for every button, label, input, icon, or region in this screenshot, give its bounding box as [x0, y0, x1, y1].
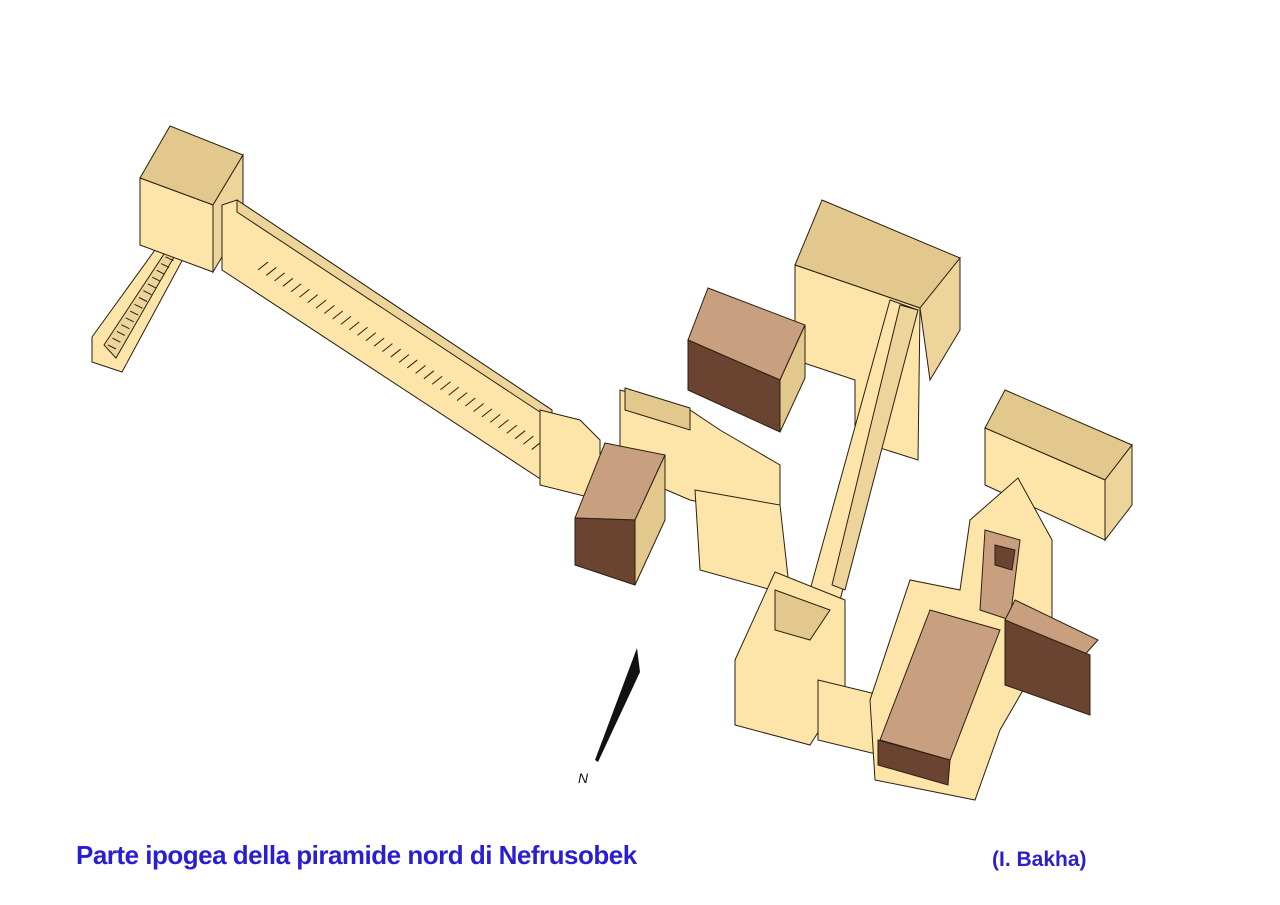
stair-step — [489, 413, 501, 423]
stair-step — [390, 348, 402, 358]
stair-step — [107, 344, 117, 350]
stair-step — [147, 283, 157, 289]
stair-step — [134, 303, 143, 309]
stair-step — [143, 290, 152, 296]
stair-step — [481, 408, 493, 418]
north-label: N — [578, 770, 589, 786]
stair-step — [299, 288, 310, 298]
stair-step — [506, 424, 518, 434]
author-credit: (I. Bakha) — [992, 848, 1087, 871]
stair-step — [274, 272, 285, 282]
stair-step — [112, 337, 121, 343]
stair-step — [116, 330, 126, 336]
granite-block-2 — [687, 287, 806, 433]
stair-step — [121, 324, 130, 330]
upper-chamber — [139, 125, 244, 274]
stair-step — [382, 343, 393, 353]
stair-step — [265, 267, 277, 276]
stair-step — [125, 317, 134, 323]
stair-step — [160, 263, 170, 269]
stair-step — [523, 435, 534, 445]
stair-step — [456, 392, 468, 401]
stair-step — [357, 326, 368, 336]
stair-step — [307, 294, 319, 304]
stair-step — [514, 430, 526, 440]
antechamber — [539, 387, 791, 596]
stair-step — [498, 419, 509, 429]
stair-step — [365, 332, 377, 342]
stair-step — [431, 375, 443, 385]
stair-step — [290, 283, 302, 293]
stair-step — [440, 381, 451, 391]
stair-step — [398, 354, 410, 363]
stair-step — [324, 305, 335, 314]
stair-step — [138, 297, 148, 302]
stair-step — [423, 370, 435, 380]
stair-step — [473, 403, 484, 412]
granite-block-3 — [1004, 599, 1099, 716]
stair-step — [448, 386, 460, 396]
lower-chamber — [734, 571, 881, 756]
stair-step — [152, 276, 161, 282]
burial-chamber — [869, 477, 1053, 801]
stair-step — [415, 364, 426, 374]
stair-step — [282, 277, 294, 287]
north-arrow-icon — [595, 648, 640, 762]
stair-step — [156, 269, 165, 275]
granite-block-1 — [574, 442, 666, 586]
stair-step — [465, 397, 476, 407]
stair-step — [257, 261, 269, 271]
stair-step — [315, 299, 327, 309]
stair-step — [406, 359, 418, 369]
stair-step — [165, 256, 174, 262]
stair-step — [373, 337, 385, 347]
stair-step — [332, 310, 343, 320]
stair-step — [340, 316, 352, 325]
stair-step — [348, 321, 360, 331]
east-chamber — [984, 389, 1133, 542]
descending-corridor — [221, 199, 553, 483]
entrance-stairway — [91, 231, 191, 373]
diagram-caption: Parte ipogea della piramide nord di Nefr… — [76, 840, 637, 870]
stair-step — [129, 310, 139, 316]
